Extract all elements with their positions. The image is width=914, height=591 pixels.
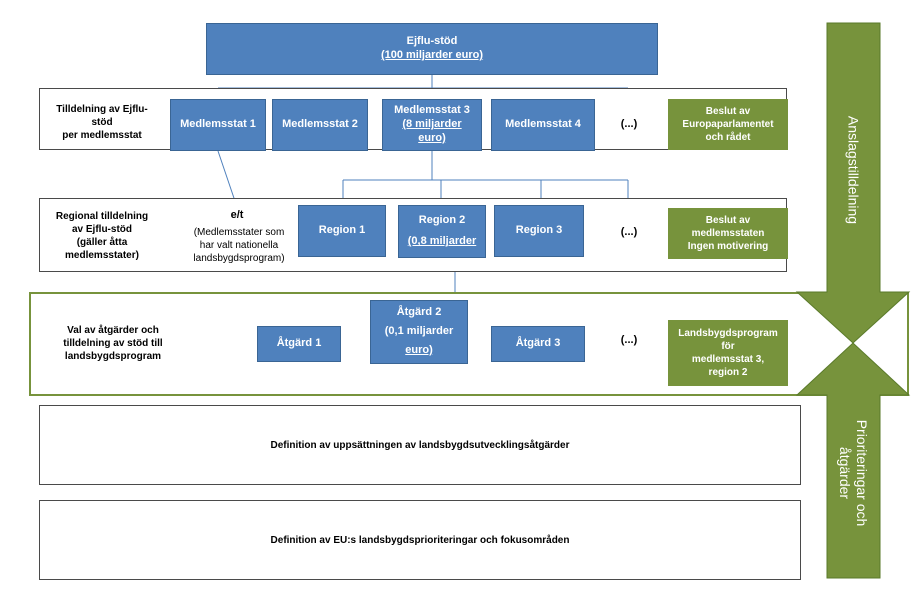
measure-1-box: Åtgärd 1	[257, 326, 341, 362]
measure-3-box: Åtgärd 3	[491, 326, 585, 362]
region-2-box: Region 2 (0,8 miljarder	[398, 205, 486, 258]
ejflu-total-box: Ejflu-stöd (100 miljarder euro)	[206, 23, 658, 75]
row-measures-definition: Definition av uppsättningen av landsbygd…	[39, 405, 801, 485]
member-state-4-box: Medlemsstat 4	[491, 99, 595, 151]
measure-2-box: Åtgärd 2 (0,1 miljarder euro)	[370, 300, 468, 364]
allocation-arrow-label: Anslagstilldelning	[845, 115, 862, 225]
priorities-arrow-label: Prioriteringar och åtgärder	[837, 419, 870, 527]
member-state-2-box: Medlemsstat 2	[272, 99, 368, 151]
row1-label: Tilldelning av Ejflu- stöd per medlemsst…	[56, 103, 148, 141]
row2-more: (...)	[620, 226, 638, 238]
row-priorities-definition: Definition av EU:s landsbygdsprioriterin…	[39, 500, 801, 580]
row3-label: Val av åtgärder och tilldelning av stöd …	[63, 324, 163, 362]
rural-program-box: Landsbygdsprogram för medlemsstat 3, reg…	[668, 320, 788, 386]
ejflu-title: Ejflu-stöd	[406, 35, 458, 48]
row3-more: (...)	[620, 334, 638, 346]
row1-decision-box: Beslut av Europaparlamentet och rådet	[668, 99, 788, 150]
member-state-3-box: Medlemsstat 3 (8 miljarder euro)	[382, 99, 482, 151]
ejflu-amount: (100 miljarder euro)	[380, 49, 484, 61]
row1-more: (...)	[620, 118, 638, 130]
not-applicable-note: (Medlemsstater som har valt nationella l…	[193, 227, 285, 264]
region-3-box: Region 3	[494, 205, 584, 257]
not-applicable-label: e/t	[230, 209, 244, 221]
row2-label: Regional tilldelning av Ejflu-stöd (gäll…	[55, 211, 149, 261]
member-state-1-box: Medlemsstat 1	[170, 99, 266, 151]
row2-decision-box: Beslut av medlemsstaten Ingen motivering	[668, 208, 788, 259]
region-1-box: Region 1	[298, 205, 386, 257]
